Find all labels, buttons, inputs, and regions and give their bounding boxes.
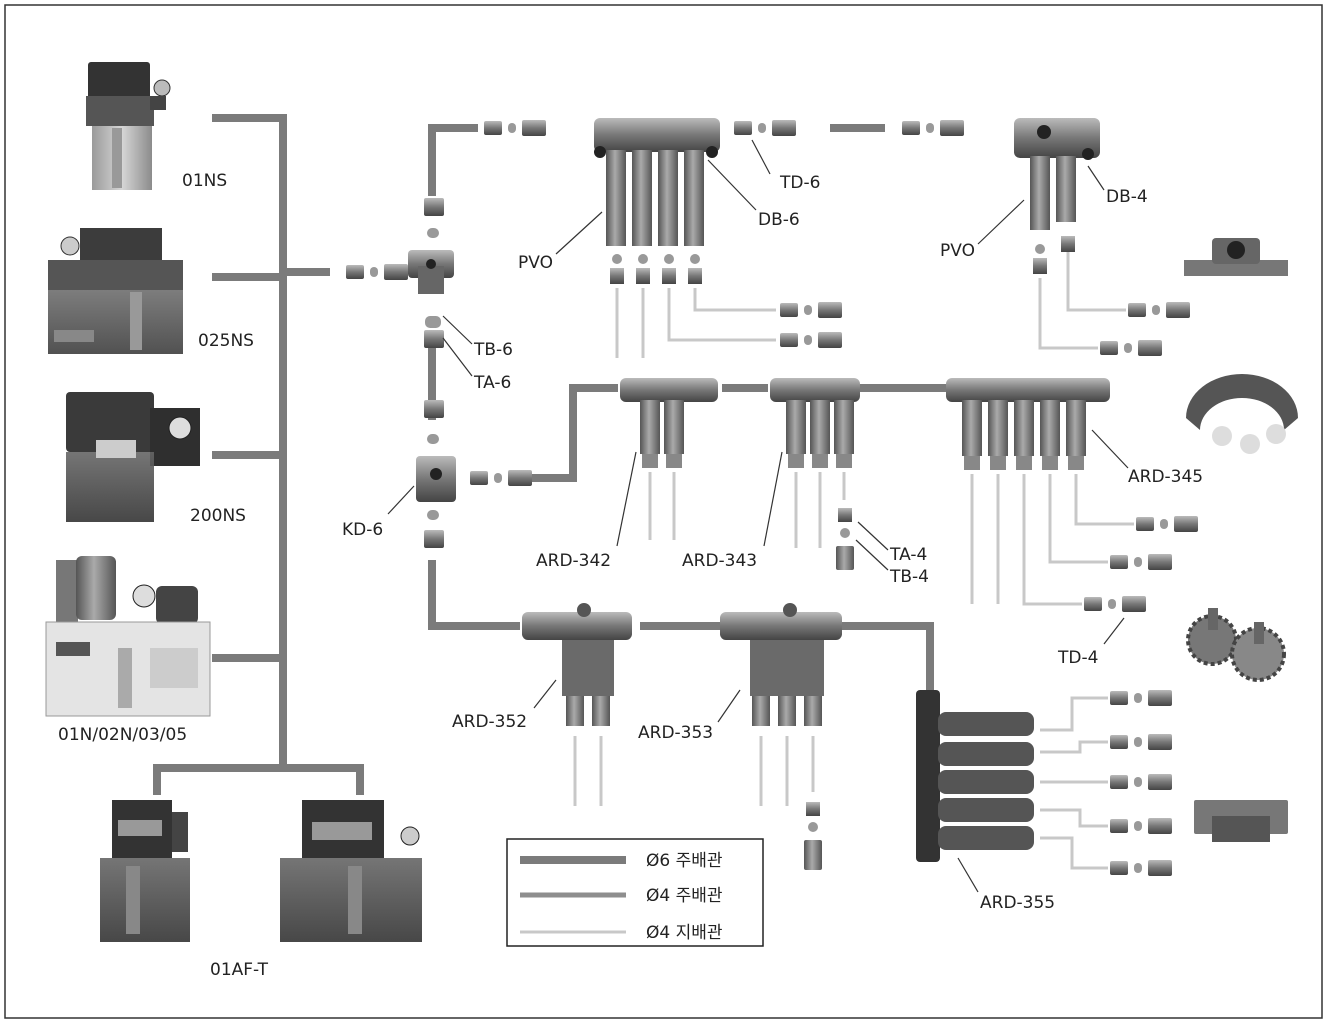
- ard343-branch-pipes: [794, 472, 846, 548]
- label-ard355: ARD-355: [980, 893, 1055, 913]
- ard342-branch-pipes: [648, 472, 676, 540]
- main-pipe-6mm: [428, 124, 950, 690]
- label-ard345: ARD-345: [1128, 467, 1203, 487]
- distributor-ard352: [522, 603, 632, 726]
- label-200ns: 200NS: [190, 506, 246, 526]
- label-ard343: ARD-343: [682, 551, 757, 571]
- distributor-ard342: [620, 378, 718, 468]
- label-ard353: ARD-353: [638, 723, 713, 743]
- distributor-ard345: [946, 378, 1110, 470]
- pump-200ns: [66, 392, 200, 522]
- label-ard342: ARD-342: [536, 551, 611, 571]
- pvo-distributor-right: [1014, 118, 1100, 230]
- pump-01af-t-right: [280, 800, 422, 942]
- legend-label-main4: Ø4 주배관: [646, 886, 723, 906]
- pump-01n-series: [45, 556, 211, 717]
- tee-tb6: [408, 250, 454, 294]
- gears-icon: [1186, 608, 1286, 682]
- ard353-branch-pipes: [759, 736, 815, 806]
- ard355-branch-pipes: [1040, 696, 1108, 870]
- label-01ns: 01NS: [182, 171, 227, 191]
- tee-ta6: [425, 316, 441, 328]
- label-01n-series: 01N/02N/03/05: [58, 725, 187, 745]
- distributor-ard355: [916, 690, 1034, 862]
- label-td6: TD-6: [779, 173, 820, 193]
- pump-01ns: [86, 62, 171, 190]
- label-ta6: TA-6: [473, 373, 511, 393]
- pump-025ns: [48, 228, 183, 354]
- label-db4: DB-4: [1106, 187, 1148, 207]
- tee-kd6: [416, 456, 456, 502]
- label-tb6: TB-6: [473, 340, 513, 360]
- ball-bearing-icon: [1186, 374, 1298, 454]
- linear-guide-icon: [1194, 800, 1288, 842]
- distributor-ard353: [720, 603, 842, 726]
- label-tb4: TB-4: [889, 567, 929, 587]
- pump-01af-t-left: [100, 800, 190, 942]
- label-td4: TD-4: [1057, 648, 1098, 668]
- label-db6: DB-6: [758, 210, 800, 230]
- label-ta4: TA-4: [889, 545, 927, 565]
- label-01af-t: 01AF-T: [210, 960, 269, 980]
- pvo-left-outlets: [610, 254, 702, 284]
- pvo-left-branch-pipes: [615, 288, 776, 358]
- ard345-branch-pipes: [970, 474, 1134, 606]
- pvo-right-outlets: [1033, 236, 1075, 274]
- pvo-right-branch-pipes: [1038, 252, 1126, 350]
- pvo-distributor-left: [594, 118, 720, 246]
- label-kd6: KD-6: [342, 520, 383, 540]
- ard353-end-fitting: [804, 802, 822, 870]
- legend-label-branch4: Ø4 지배관: [646, 923, 723, 943]
- ard352-branch-pipes: [573, 736, 603, 806]
- pillow-block-bearing-icon: [1184, 238, 1288, 276]
- label-ard352: ARD-352: [452, 712, 527, 732]
- fitting-ta4-tb4: [836, 508, 854, 570]
- leader-lines: [387, 139, 1129, 893]
- legend: Ø6 주배관 Ø4 주배관 Ø4 지배관: [506, 838, 764, 947]
- legend-label-main6: Ø6 주배관: [646, 851, 723, 871]
- label-pvo-right: PVO: [940, 241, 975, 261]
- pump-manifold-pipes: [153, 114, 364, 795]
- distributor-ard343: [770, 378, 860, 468]
- trunk-fittings: [346, 120, 964, 548]
- label-025ns: 025NS: [198, 331, 254, 351]
- label-pvo-left: PVO: [518, 253, 553, 273]
